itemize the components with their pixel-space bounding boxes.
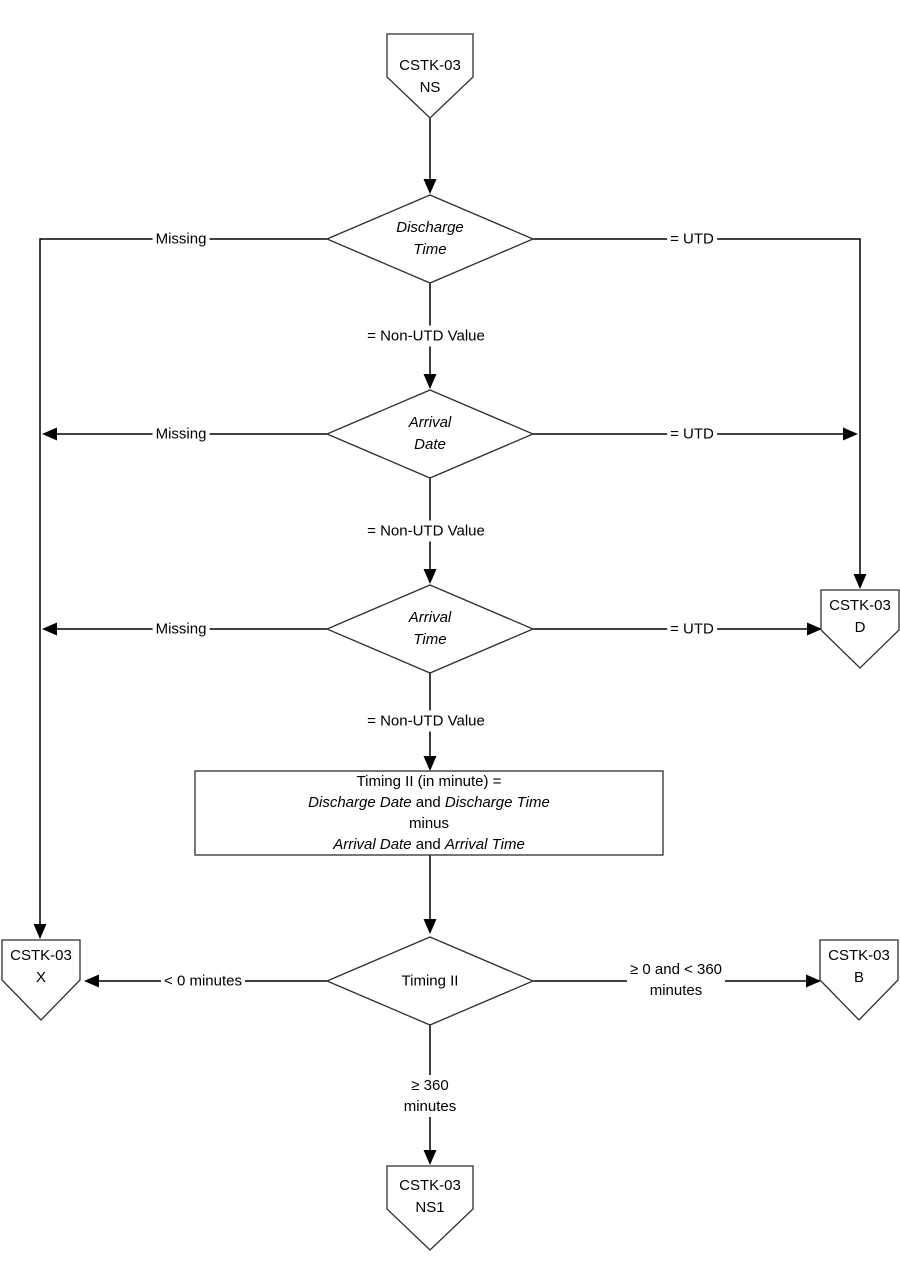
- process-line2-and: and: [411, 794, 445, 811]
- arrowhead-right-arrivaltime-utd: [807, 622, 822, 636]
- connector-ns1-line2: NS1: [415, 1199, 445, 1216]
- process-line4-arrival-date: Arrival Date: [333, 836, 412, 853]
- arrowhead-left-arrivaltime-missing: [42, 622, 57, 636]
- start-line2: NS: [419, 79, 441, 96]
- connector-b-shape: [819, 939, 899, 1021]
- arrowhead-right-connector-b: [806, 974, 821, 988]
- arrival-time-decision-label: Arrival Time: [409, 607, 452, 651]
- discharge-time-decision-shape: [325, 194, 535, 284]
- arrowhead-down-connector-d: [853, 574, 867, 589]
- process-line1: Timing II (in minute) =: [356, 773, 502, 790]
- connector-b-line1: CSTK-03: [828, 947, 890, 964]
- start-line1: CSTK-03: [399, 57, 461, 74]
- edge-label-discharge-time-nonutd: = Non-UTD Value: [364, 325, 488, 347]
- timing-process-shape: [194, 770, 664, 856]
- edge-label-arrival-date-nonutd: = Non-UTD Value: [364, 520, 488, 542]
- arrival-date-line1: Arrival: [408, 414, 452, 431]
- arrowhead-left-arrivaldate-missing: [42, 427, 57, 441]
- arrowhead-down-connector-x: [33, 924, 47, 939]
- discharge-time-decision-label: Discharge Time: [396, 217, 464, 261]
- arrowhead-down-arrival-time: [423, 569, 437, 584]
- edge-label-timing-ge360-line2: minutes: [403, 1098, 457, 1115]
- edge-missing-rail-left: [39, 238, 327, 925]
- edge-label-discharge-time-utd: = UTD: [667, 228, 717, 250]
- arrowhead-down-discharge-time: [423, 179, 437, 194]
- node-shapes: [1, 33, 900, 1251]
- connector-ns1-label: CSTK-03 NS1: [399, 1175, 461, 1219]
- connector-ns1-line1: CSTK-03: [399, 1177, 461, 1194]
- arrowhead-down-timing: [423, 919, 437, 934]
- process-line2-discharge-time: Discharge Time: [444, 794, 550, 811]
- arrowhead-right-arrivaldate-utd: [843, 427, 858, 441]
- edge-utd-rail-right: [533, 238, 861, 575]
- process-line4-arrival-time: Arrival Time: [444, 836, 525, 853]
- process-line2: Discharge Date and Discharge Time: [308, 792, 550, 813]
- edge-label-timing-ge360-line1: ≥ 360: [411, 1077, 449, 1094]
- process-line4: Arrival Date and Arrival Time: [308, 834, 550, 855]
- start-connector-shape: [386, 33, 474, 119]
- timing-process-label: Timing II (in minute) = Discharge Date a…: [308, 771, 550, 855]
- discharge-time-line2: Time: [413, 241, 447, 258]
- arrival-time-decision-shape: [325, 584, 535, 674]
- connector-x-label: CSTK-03 X: [10, 945, 72, 989]
- connector-x-shape: [1, 939, 81, 1021]
- process-line3: minus: [408, 815, 450, 832]
- arrowheads: [33, 179, 867, 1165]
- connector-d-shape: [820, 589, 900, 669]
- edge-label-arrival-time-missing: Missing: [152, 618, 210, 640]
- arrival-time-line1: Arrival: [408, 609, 452, 626]
- edge-label-timing-ge360: ≥ 360 minutes: [400, 1075, 460, 1117]
- connector-d-line2: D: [854, 619, 866, 636]
- connector-x-line1: CSTK-03: [10, 947, 72, 964]
- timing-decision-label: Timing II: [401, 972, 459, 990]
- connector-d-line1: CSTK-03: [829, 597, 891, 614]
- process-line2-discharge-date: Discharge Date: [308, 794, 412, 811]
- timing-decision-shape: [325, 936, 535, 1026]
- edge-label-timing-lt0: < 0 minutes: [161, 970, 245, 992]
- arrowhead-left-connector-x: [84, 974, 99, 988]
- edge-label-arrival-date-missing: Missing: [152, 423, 210, 445]
- edge-label-arrival-time-utd: = UTD: [667, 618, 717, 640]
- edge-label-timing-mid-line2: minutes: [649, 982, 703, 999]
- arrival-time-line2: Time: [413, 631, 447, 648]
- edge-label-timing-mid-line1: ≥ 0 and < 360: [629, 961, 723, 978]
- connector-ns1-shape: [386, 1165, 474, 1251]
- arrowhead-down-connector-ns1: [423, 1150, 437, 1165]
- edge-label-arrival-time-nonutd: = Non-UTD Value: [364, 710, 488, 732]
- edge-label-timing-mid: ≥ 0 and < 360 minutes: [626, 959, 726, 1001]
- arrival-date-line2: Date: [414, 436, 446, 453]
- arrival-date-decision-label: Arrival Date: [409, 412, 452, 456]
- process-line4-and: and: [411, 836, 445, 853]
- arrowhead-down-process: [423, 756, 437, 771]
- edge-label-arrival-date-utd: = UTD: [667, 423, 717, 445]
- connector-d-label: CSTK-03 D: [829, 595, 891, 639]
- connector-b-line2: B: [853, 969, 864, 986]
- connector-x-line2: X: [35, 969, 46, 986]
- discharge-time-line1: Discharge: [396, 219, 464, 236]
- arrowhead-down-arrival-date: [423, 374, 437, 389]
- arrival-date-decision-shape: [325, 389, 535, 479]
- start-connector-label: CSTK-03 NS: [399, 55, 461, 99]
- edge-label-discharge-time-missing: Missing: [152, 228, 210, 250]
- connector-b-label: CSTK-03 B: [828, 945, 890, 989]
